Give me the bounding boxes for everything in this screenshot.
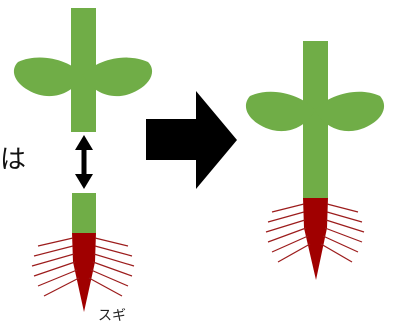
right-arrow-icon [146,91,237,189]
rootstock [32,193,134,312]
rootstock-root [72,233,96,312]
scion-seedling [14,8,152,132]
bottom-partial-text: スギ [98,308,126,324]
rootstock-stem [72,193,96,233]
grafted-seedling [246,41,384,280]
double-arrow-icon [75,135,93,189]
left-partial-text: は [0,145,26,175]
grafted-root [303,198,328,280]
